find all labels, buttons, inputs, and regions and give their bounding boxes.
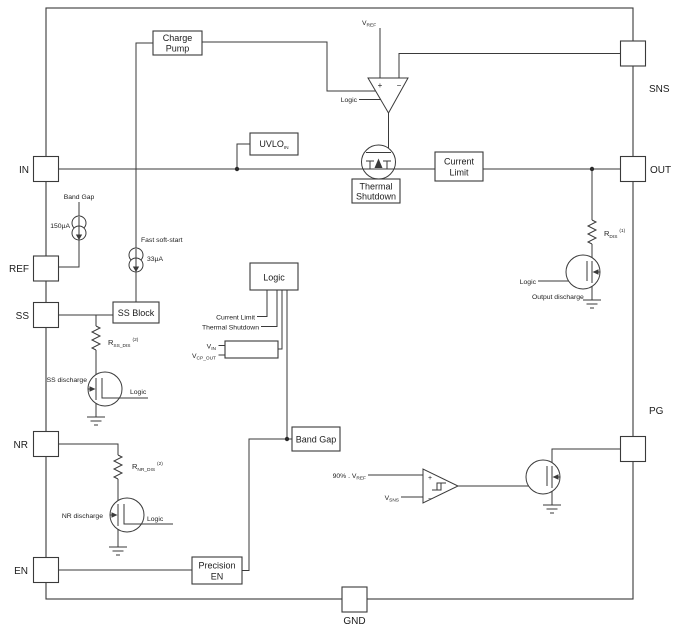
- pg-comparator-minus: −: [428, 496, 432, 503]
- pin-label-nr: NR: [14, 440, 28, 451]
- svg-text:Limit: Limit: [449, 168, 469, 178]
- ground-output-discharge: [583, 299, 601, 309]
- pin-in: [32, 155, 60, 183]
- rss-dis-label: RSS_DIS(2): [108, 337, 139, 349]
- pin-out: [619, 155, 647, 183]
- svg-text:Current: Current: [444, 157, 475, 167]
- pin-ref: [32, 255, 60, 282]
- vin-label: VIN: [207, 344, 217, 353]
- pin-label-in: IN: [19, 165, 29, 176]
- pin-label-gnd: GND: [343, 616, 365, 627]
- resistor-rdis: [586, 219, 598, 245]
- pin-nr: [32, 430, 60, 458]
- logic-block: Logic: [249, 262, 299, 291]
- vref-label: VREF: [362, 20, 376, 29]
- fast-soft-start-label: Fast soft-start: [141, 237, 183, 244]
- resistor-rss-dis: [90, 325, 102, 351]
- pin-label-pg: PG: [649, 406, 664, 417]
- ground-ss: [87, 416, 105, 426]
- ss-block: SS Block: [112, 301, 160, 324]
- pin-sns: [619, 40, 647, 67]
- current-source-33ua: [128, 247, 144, 273]
- amp-logic-label: Logic: [341, 97, 358, 104]
- svg-text:Thermal: Thermal: [359, 182, 392, 192]
- svg-text:Shutdown: Shutdown: [356, 192, 396, 202]
- logic-out-thermal-shutdown-label: Thermal Shutdown: [202, 325, 259, 332]
- ss-discharge-fet: [87, 371, 148, 407]
- error-amplifier: + −: [367, 77, 409, 115]
- junction-out: [589, 166, 595, 172]
- output-discharge-fet: [565, 254, 601, 290]
- out-logic-label: Logic: [520, 279, 537, 286]
- pin-gnd: [341, 586, 368, 613]
- pg-comparator: + −: [422, 468, 460, 504]
- resistor-rnr-dis: [112, 454, 124, 480]
- current-source-150ua: [71, 215, 87, 241]
- thermal-shutdown-block: Thermal Shutdown: [351, 178, 401, 204]
- svg-text:EN: EN: [211, 572, 224, 582]
- band-gap-source-label: Band Gap: [64, 194, 95, 201]
- pg-fet: [525, 459, 561, 495]
- logic-out-current-limit-label: Current Limit: [216, 315, 255, 322]
- precision-en-block: Precision EN: [191, 556, 243, 585]
- vcp-out-label: VCP_OUT: [192, 353, 216, 362]
- nr-discharge-label: NR discharge: [62, 513, 103, 520]
- nr-discharge-fet: [109, 497, 173, 533]
- current-150ua-label: 150µA: [50, 223, 70, 230]
- svg-text:Band Gap: Band Gap: [296, 435, 337, 445]
- svg-text:Precision: Precision: [198, 561, 235, 571]
- ss-discharge-label: SS discharge: [47, 377, 88, 384]
- svg-text:Logic: Logic: [263, 273, 285, 283]
- cp-uvlo-comparator-box: [224, 340, 279, 359]
- charge-pump-block: Charge Pump: [152, 30, 203, 56]
- wires: [58, 28, 621, 571]
- svg-text:SS Block: SS Block: [118, 308, 155, 318]
- ss-logic-label: Logic: [130, 389, 147, 396]
- svg-text:UVLOIN: UVLOIN: [259, 139, 289, 151]
- svg-text:Pump: Pump: [166, 44, 190, 54]
- pin-ss: [32, 301, 60, 329]
- pin-label-ref: REF: [9, 264, 29, 275]
- rdis-label: RDIS(1): [604, 228, 626, 240]
- error-amp-plus: +: [378, 81, 383, 90]
- pin-label-out: OUT: [650, 165, 671, 176]
- rnr-dis-label: RNR_DIS(2): [132, 461, 163, 473]
- junction-uvlo: [234, 166, 240, 172]
- pin-label-en: EN: [14, 566, 28, 577]
- pass-fet: [361, 144, 396, 180]
- pin-en: [32, 556, 60, 584]
- pg-comparator-plus: +: [428, 475, 432, 482]
- current-limit-block: Current Limit: [434, 151, 484, 182]
- pin-label-sns: SNS: [649, 84, 670, 95]
- pg-plus-label: 90% . VREF: [333, 473, 366, 482]
- svg-text:Charge: Charge: [163, 33, 193, 43]
- ground-pg: [543, 504, 561, 514]
- error-amp-minus: −: [397, 81, 402, 90]
- vsns-label: VSNS: [385, 495, 399, 504]
- pin-pg: [619, 435, 647, 463]
- nr-logic-label: Logic: [147, 516, 164, 523]
- junction-bandgap: [284, 436, 290, 442]
- current-33ua-label: 33µA: [147, 256, 163, 263]
- band-gap-block: Band Gap: [291, 426, 341, 452]
- pin-label-ss: SS: [16, 311, 30, 322]
- output-discharge-label: Output discharge: [532, 294, 584, 301]
- ground-nr: [109, 546, 127, 556]
- uvlo-block: UVLOIN: [249, 132, 299, 156]
